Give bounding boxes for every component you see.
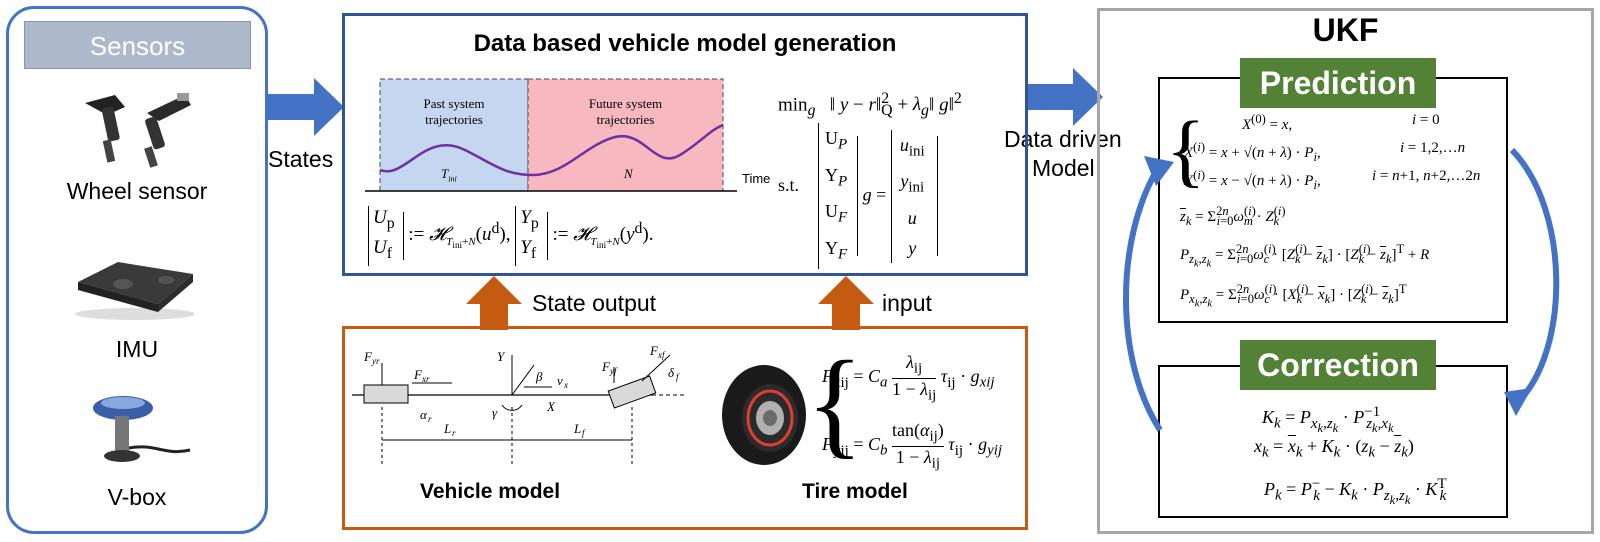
svg-text:xr: xr (421, 374, 430, 384)
svg-text:r: r (428, 414, 432, 424)
svg-text:yf: yf (609, 366, 618, 376)
mean-eq: zk = Σ2ni=0ω(i)m · Z(i)k (1180, 204, 1286, 228)
label-input: input (882, 290, 932, 316)
ukf-title: UKF (1312, 12, 1379, 48)
svg-text:x: x (563, 380, 568, 390)
sigma-cond-1: i = 1,2,…n (1400, 140, 1466, 156)
st-label: s.t. (778, 175, 800, 195)
svg-text:f: f (676, 372, 680, 382)
min-equation: ming ‖ y − r‖2Q + λg‖ g‖2 (778, 90, 962, 120)
tire-brace: { (806, 336, 864, 469)
svg-text:Y: Y (497, 349, 506, 364)
sigma-eq-1: X(i) = x + √(n + λ) · Pi, (1184, 140, 1321, 164)
arrow-states (268, 78, 344, 136)
svg-text:X: X (546, 399, 556, 414)
cov-update-eq: Pk = P−k − Kk · Pzk,zk · KTk (1264, 476, 1447, 507)
wheel-sensor-image (85, 93, 191, 168)
t-ini-label: Tini (441, 166, 457, 184)
svg-text:f: f (582, 428, 586, 438)
sigma-cond-0: i = 0 (1412, 112, 1440, 128)
svg-text:F: F (601, 359, 611, 374)
label-model: Model (1032, 155, 1095, 181)
generation-panel (342, 13, 1028, 276)
tire-equation-fx: Fxij = Ca λij 1 − λij τij · gxij (822, 352, 995, 404)
svg-text:α: α (420, 407, 428, 422)
correction-header: Correction (1240, 340, 1436, 390)
trajectory-chart (365, 78, 737, 192)
tire-image (722, 365, 806, 465)
sensor-label-vbox: V-box (107, 484, 167, 510)
arrow-input (818, 276, 874, 330)
svg-text:F: F (649, 345, 659, 358)
svg-text:xf: xf (657, 350, 666, 360)
arrow-data-driven (1027, 68, 1103, 126)
label-data-driven: Data driven (1004, 126, 1122, 152)
svg-text:L: L (573, 421, 581, 436)
arrow-state-output (466, 276, 522, 330)
label-state-output: State output (532, 290, 657, 316)
cycle-arrows (1123, 147, 1560, 432)
svg-text:δ: δ (668, 365, 675, 380)
time-label: Time (742, 171, 771, 186)
svg-text:v: v (557, 373, 563, 388)
svg-text:β: β (535, 369, 543, 384)
kalman-gain-eq: Kk = Pxk,zk · P−1zk,xk (1262, 404, 1394, 435)
prediction-header: Prediction (1240, 58, 1436, 108)
ukf-panel (1097, 8, 1594, 534)
pzz-eq: Pzk,zk = Σ2ni=0ω(i)c · [Z(i)k − zk] · [Z… (1180, 242, 1430, 270)
sigma-brace: { (1166, 104, 1206, 195)
vehicle-model-diagram: F yr F xr α r Y β v x X γ F yf F xf δ f … (352, 345, 687, 465)
label-states: States (268, 146, 334, 172)
vehicle-model-title: Vehicle model (420, 480, 561, 503)
sensors-panel (6, 6, 268, 534)
tire-model-title: Tire model (802, 480, 908, 503)
state-update-eq: xk = xk + Kk · (zk − zk) (1254, 436, 1414, 461)
svg-text:L: L (443, 421, 451, 436)
sensor-label-imu: IMU (115, 336, 159, 362)
imu-image (75, 262, 195, 320)
sensors-header: Sensors (24, 21, 251, 69)
pxz-eq: Pxk,zk = Σ2ni=0ω(i)c · [X(i)k − xk] · [Z… (1180, 282, 1407, 310)
generation-title: Data based vehicle model generation (473, 30, 897, 57)
vbox-image (93, 396, 191, 462)
vehicle-panel (342, 326, 1028, 530)
sigma-cond-2: i = n+1, n+2,…2n (1372, 168, 1481, 184)
sigma-eq-0: X(0) = x, (1242, 112, 1293, 133)
svg-text:F: F (413, 367, 423, 382)
svg-text:yr: yr (371, 356, 380, 366)
tire-equation-fy: Fyij = Cb tan(αij) 1 − λij τij · gyij (822, 420, 1003, 472)
sigma-eq-2: X(i) = x − √(n + λ) · Pi, (1184, 168, 1321, 192)
svg-text:F: F (363, 349, 373, 364)
svg-text:γ: γ (492, 405, 498, 420)
svg-text:r: r (452, 428, 456, 438)
n-label: N (624, 166, 633, 181)
sensor-label-wheel: Wheel sensor (66, 178, 208, 204)
